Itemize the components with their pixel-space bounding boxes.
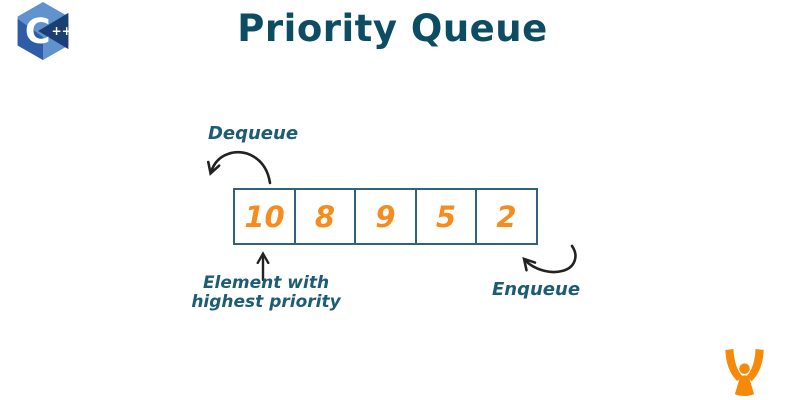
cpp-hexagon-shade bbox=[17, 18, 43, 60]
queue-cell-1: 10 bbox=[233, 188, 296, 245]
enqueue-arrow-icon bbox=[522, 244, 577, 274]
enqueue-label: Enqueue bbox=[492, 279, 581, 300]
highest-priority-line2: highest priority bbox=[191, 292, 341, 312]
cpp-plus-plus: ++ bbox=[51, 24, 70, 38]
brand-left-arm bbox=[725, 349, 743, 382]
cpp-letter-c: C bbox=[25, 11, 51, 52]
cpp-wedge bbox=[38, 12, 69, 50]
queue-cell-5: 2 bbox=[475, 188, 538, 245]
highest-priority-line1: Element with bbox=[202, 273, 330, 293]
brand-body bbox=[734, 375, 755, 397]
brand-head bbox=[739, 363, 750, 374]
brand-right-arm bbox=[746, 349, 764, 382]
priority-queue-array: 10 8 9 5 2 bbox=[233, 188, 538, 245]
queue-cell-2: 8 bbox=[293, 188, 357, 245]
queue-cell-4: 5 bbox=[414, 188, 478, 245]
dequeue-arrow-icon bbox=[207, 150, 272, 185]
dequeue-label: Dequeue bbox=[207, 123, 299, 144]
page-title: Priority Queue bbox=[237, 7, 548, 50]
highest-priority-arrow-icon bbox=[256, 251, 270, 282]
brand-person-raised-arms-icon bbox=[725, 349, 764, 397]
queue-cell-3: 9 bbox=[354, 188, 417, 245]
highest-priority-label: Element with highest priority bbox=[191, 274, 341, 312]
cpp-logo-icon: C ++ bbox=[17, 2, 70, 60]
